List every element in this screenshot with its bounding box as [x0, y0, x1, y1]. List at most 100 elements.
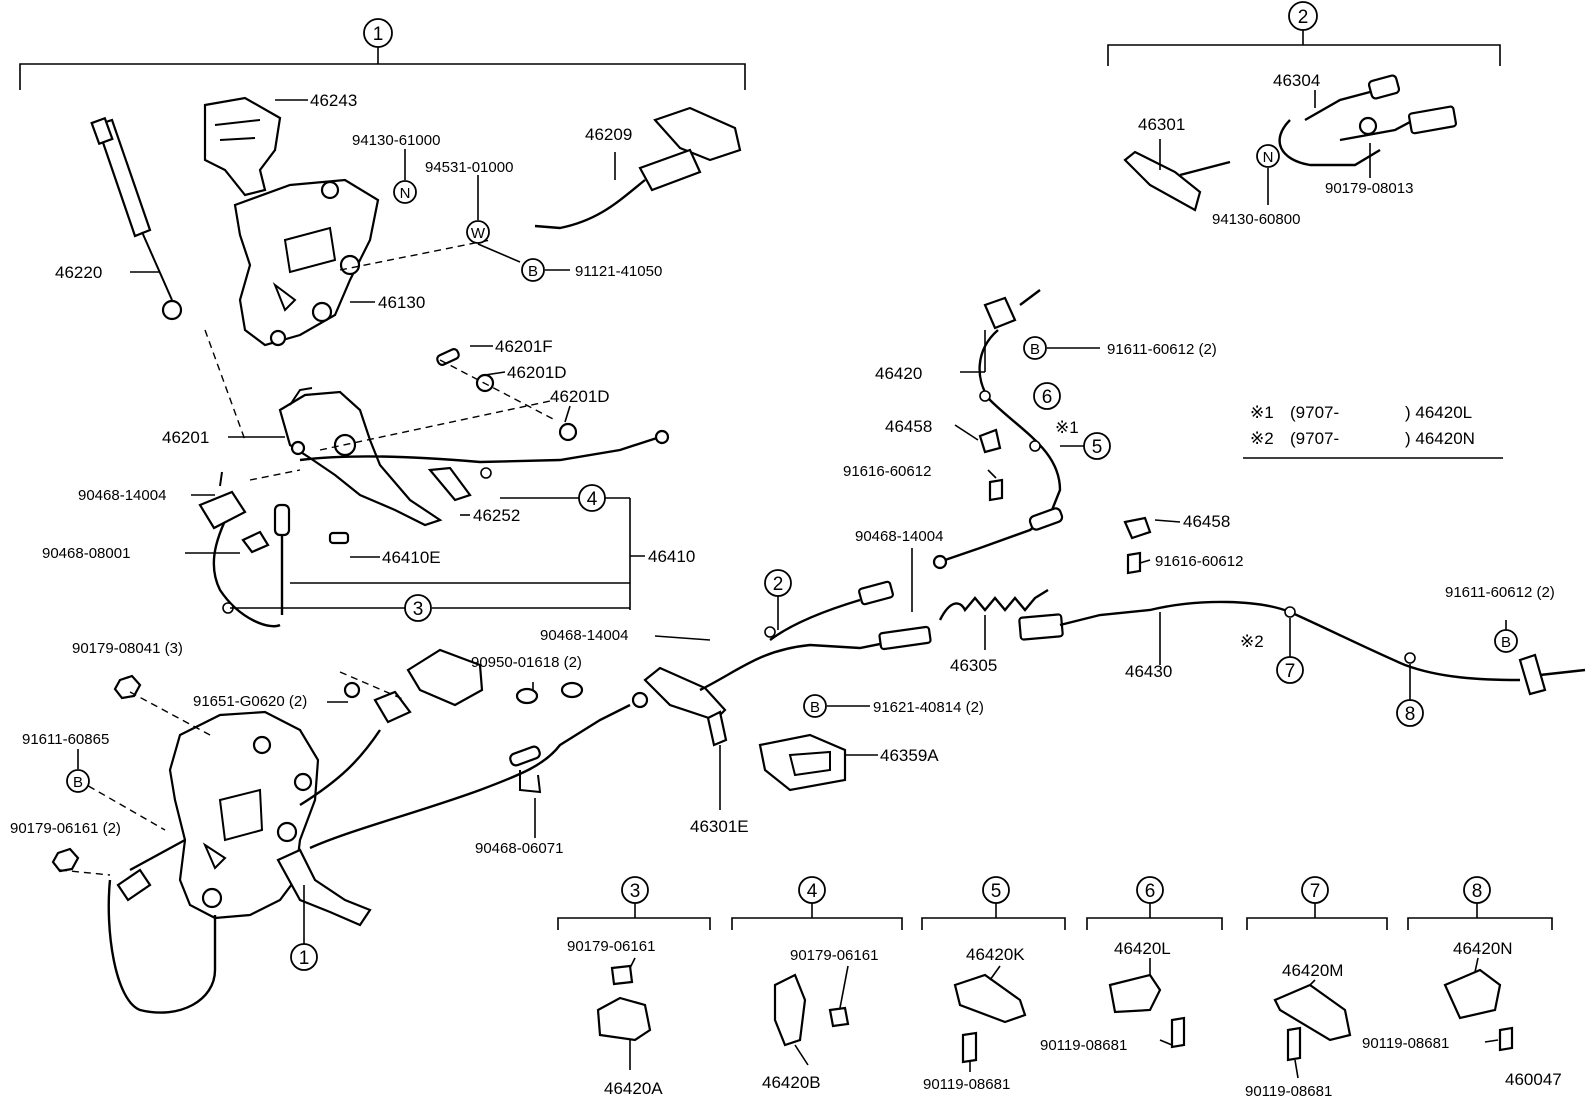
group-3-marker: 3 [630, 881, 641, 902]
label-46420B: 46420B [762, 1073, 821, 1092]
label-90468-14004-a: 90468-14004 [78, 487, 166, 504]
label-90179-08041: 90179-08041 (3) [72, 640, 183, 657]
label-group6-90119-08681: 90119-08681 [1040, 1037, 1127, 1054]
label-90468-08001: 90468-08001 [42, 545, 130, 562]
label-group5-90119-08681: 90119-08681 [923, 1076, 1010, 1093]
label-46420M: 46420M [1282, 961, 1343, 980]
label-46201F: 46201F [495, 337, 553, 356]
label-46410: 46410 [648, 547, 695, 566]
label-46201: 46201 [162, 428, 209, 447]
label-90468-06071: 90468-06071 [475, 840, 563, 857]
reference-number-markers: 4 3 2 6 5 7 8 1 [290, 382, 1424, 971]
label-90179-08013: 90179-08013 [1325, 180, 1413, 197]
label-46305: 46305 [950, 656, 997, 675]
group-1-marker: 1 [373, 24, 384, 45]
label-46359A: 46359A [880, 746, 939, 765]
label-group3-90179-06161: 90179-06161 [567, 938, 655, 955]
diagram-id: 460047 [1505, 1070, 1562, 1089]
label-46458-b: 46458 [1183, 512, 1230, 531]
ref-5-cable: 5 [1092, 437, 1103, 458]
label-group7-90119-08681: 90119-08681 [1245, 1083, 1332, 1099]
label-46420K: 46420K [966, 945, 1025, 964]
legend-row2-part: ) 46420N [1405, 429, 1475, 448]
rear-cables-drawing [643, 289, 1586, 792]
label-46243: 46243 [310, 91, 357, 110]
n-marker-94130-60800: N [1263, 149, 1274, 166]
label-90179-06161-2: 90179-06161 (2) [10, 820, 121, 837]
legend-row2-range: (9707- [1290, 429, 1339, 448]
mark-2-on-cable: ※2 [1240, 632, 1264, 651]
lower-dashed-leaders [59, 671, 406, 876]
upper-pedal-bracket-drawing [90, 96, 742, 628]
group-4-marker: 4 [807, 881, 818, 902]
label-46458-a: 46458 [885, 417, 932, 436]
label-46420A: 46420A [604, 1079, 663, 1098]
ref-6-cable: 6 [1042, 387, 1053, 408]
group-2-bracket: 2 [1107, 1, 1501, 66]
group-7-marker: 7 [1310, 881, 1321, 902]
label-91616-60612-a: 91616-60612 [843, 463, 931, 480]
mark-1-on-cable: ※1 [1055, 418, 1079, 437]
label-46209: 46209 [585, 125, 632, 144]
label-46301E: 46301E [690, 817, 749, 836]
ref-8-cable: 8 [1405, 704, 1416, 725]
lower-pedal-assembly-drawing [51, 648, 649, 1014]
label-90468-14004-b: 90468-14004 [540, 627, 628, 644]
n-marker-94130-61000: N [400, 185, 411, 202]
group-5-marker: 5 [991, 881, 1002, 902]
w-marker-94531-01000: W [471, 225, 486, 242]
legend-row2-mark: ※2 [1250, 429, 1274, 448]
ref-3-upper: 3 [413, 599, 424, 620]
group-4-bracket: 4 [731, 876, 903, 1047]
label-46220: 46220 [55, 263, 102, 282]
label-group8-90119-08681: 90119-08681 [1362, 1035, 1449, 1052]
label-91121-41050: 91121-41050 [575, 263, 662, 280]
part-labels: 46243 94130-61000 94531-01000 46209 4622… [10, 71, 1562, 1099]
b-marker-91621-40814: B [810, 699, 820, 716]
ref-1-lower: 1 [299, 948, 310, 969]
label-90950-01618: 90950-01618 (2) [471, 654, 582, 671]
label-91611-60865: 91611-60865 [22, 731, 109, 748]
label-94130-60800: 94130-60800 [1212, 211, 1300, 228]
group-8-marker: 8 [1472, 881, 1483, 902]
group-8-bracket: 8 [1407, 876, 1553, 1052]
label-91621-40814: 91621-40814 (2) [873, 699, 984, 716]
label-94130-61000: 94130-61000 [352, 132, 440, 149]
label-46201D-a: 46201D [507, 363, 567, 382]
label-91651-G0620: 91651-G0620 (2) [193, 693, 307, 710]
upper-dashed-leaders [204, 239, 556, 481]
group-6-bracket: 6 [1086, 876, 1223, 1049]
ref-2-middle: 2 [773, 574, 784, 595]
legend-row1-part: ) 46420L [1405, 403, 1472, 422]
cable-dots [222, 390, 1416, 664]
label-46252: 46252 [473, 506, 520, 525]
group-2-drawing [1123, 74, 1458, 212]
label-46301: 46301 [1138, 115, 1185, 134]
ref-7-cable: 7 [1285, 661, 1296, 682]
label-46201D-b: 46201D [550, 387, 610, 406]
label-46420: 46420 [875, 364, 922, 383]
label-91611-60612-a: 91611-60612 (2) [1107, 341, 1217, 358]
label-46304: 46304 [1273, 71, 1320, 90]
label-91611-60612-b: 91611-60612 (2) [1445, 584, 1555, 601]
label-90468-14004-c: 90468-14004 [855, 528, 943, 545]
label-46420L: 46420L [1114, 939, 1171, 958]
b-marker-91121-41050: B [528, 263, 538, 280]
group-5-bracket: 5 [921, 876, 1066, 1064]
label-46130: 46130 [378, 293, 425, 312]
group-3-bracket: 3 [557, 876, 711, 1042]
group-2-marker: 2 [1298, 7, 1309, 28]
group-6-marker: 6 [1145, 881, 1156, 902]
legend-row1-mark: ※1 [1250, 403, 1274, 422]
label-94531-01000: 94531-01000 [425, 159, 513, 176]
legend: ※1 (9707- ) 46420L ※2 (9707- ) 46420N [1243, 403, 1503, 459]
label-91616-60612-b: 91616-60612 [1155, 553, 1243, 570]
label-46430: 46430 [1125, 662, 1172, 681]
b-marker-91611-60612-b: B [1501, 634, 1511, 651]
b-marker-91611-60612-a: B [1030, 341, 1040, 358]
b-marker-91611-60865: B [73, 774, 83, 791]
label-46410E: 46410E [382, 548, 441, 567]
ref-4-upper: 4 [587, 489, 598, 510]
legend-row1-range: (9707- [1290, 403, 1339, 422]
